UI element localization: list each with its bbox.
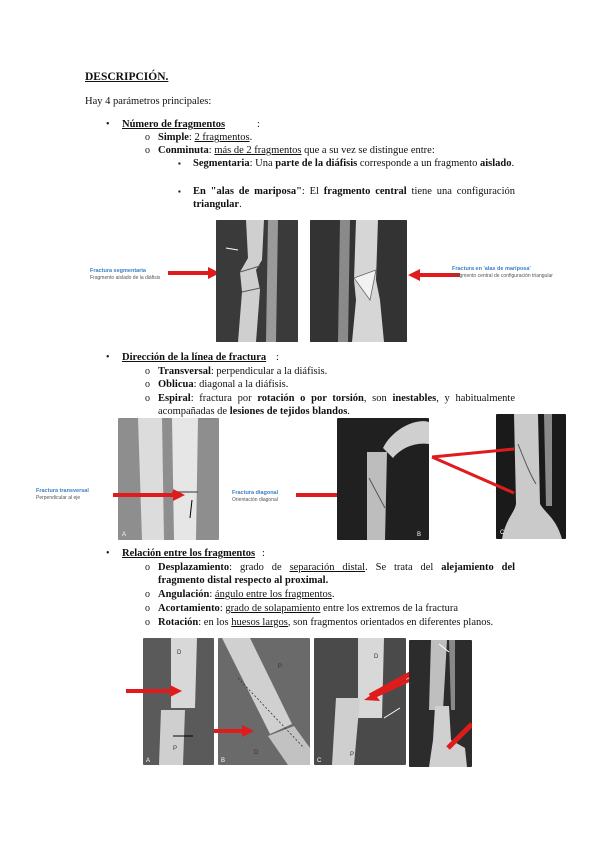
svg-text:D: D [254,750,259,756]
xray-espiral: C [496,414,566,539]
svg-text:P: P [350,752,354,758]
red-arrow-pair [431,447,515,495]
xray-segmentaria [216,220,298,342]
bullet-square: ▪ [178,159,181,168]
item-espiral: Espiral: fractura por rotación o por tor… [158,393,515,417]
svg-text:B: B [417,532,421,538]
section-heading-relation: Relación entre los fragmentos [122,548,256,559]
svg-text:A: A [122,532,126,538]
bullet-o: o [145,145,150,156]
item-transversal: Transversal: perpendicular a la diáfisis… [158,366,328,377]
bullet-o: o [145,366,150,377]
svg-text:P: P [278,664,282,670]
bullet-square: ▪ [178,187,181,196]
colon: : [276,352,279,363]
item-simple: Simple: 2 fragmentos. [158,132,253,143]
xray-desplazamiento: D P A [143,638,214,765]
svg-text:P: P [173,746,177,752]
xray-angulacion: P D B [218,638,310,765]
red-arrow [296,489,368,501]
intro-text: Hay 4 parámetros principales: [85,96,212,107]
xray-oblicua: B [337,418,429,540]
section-heading-fragments: Número de fragmentos [122,119,226,130]
red-arrow [126,685,182,697]
svg-text:C: C [500,530,505,536]
bullet-o: o [145,393,150,404]
red-arrow [214,725,254,737]
item-rotacion: Rotación: en los huesos largos, son frag… [158,617,494,628]
section-heading-direction: Dirección de la línea de fractura [122,352,267,363]
page-title: DESCRIPCIÓN. [85,71,169,83]
bullet-o: o [145,379,150,390]
svg-text:B: B [221,758,225,764]
caption-mariposa: Fractura en 'alas de mariposa'Fragmento … [452,266,553,279]
svg-text:C: C [317,758,322,764]
xray-rotacion [409,640,472,767]
bullet-o: o [145,589,150,600]
colon: : [262,548,265,559]
red-arrow [446,722,472,750]
bullet-o: o [145,132,150,143]
xray-mariposa [310,220,407,342]
svg-text:D: D [177,650,182,656]
svg-text:D: D [374,654,379,660]
xray-acortamiento: D P C [314,638,406,765]
red-arrow [364,670,414,701]
item-oblicua: Oblicua: diagonal a la diáfisis. [158,379,289,390]
red-arrow [168,267,220,279]
bullet-o: o [145,603,150,614]
colon: : [257,119,260,130]
svg-text:A: A [146,758,150,764]
bullet: • [106,352,110,363]
bullet-o: o [145,617,150,628]
red-arrow [113,489,185,501]
xray-transversal: A [118,418,219,540]
bullet: • [106,548,110,559]
item-desplazamiento: Desplazamiento: grado de separación dist… [158,562,516,586]
red-arrow [408,269,460,281]
item-conminuta: Conminuta: más de 2 fragmentos que a su … [158,145,435,156]
bullet-o: o [145,562,150,573]
item-mariposa: En "alas de mariposa": El fragmento cent… [193,186,515,210]
item-acortamiento: Acortamiento: grado de solapamiento entr… [158,603,459,614]
bullet: • [106,119,110,130]
item-angulacion: Angulación: ángulo entre los fragmentos. [158,589,335,600]
item-segmentaria: Segmentaria: Una parte de la diáfisis co… [193,158,515,169]
